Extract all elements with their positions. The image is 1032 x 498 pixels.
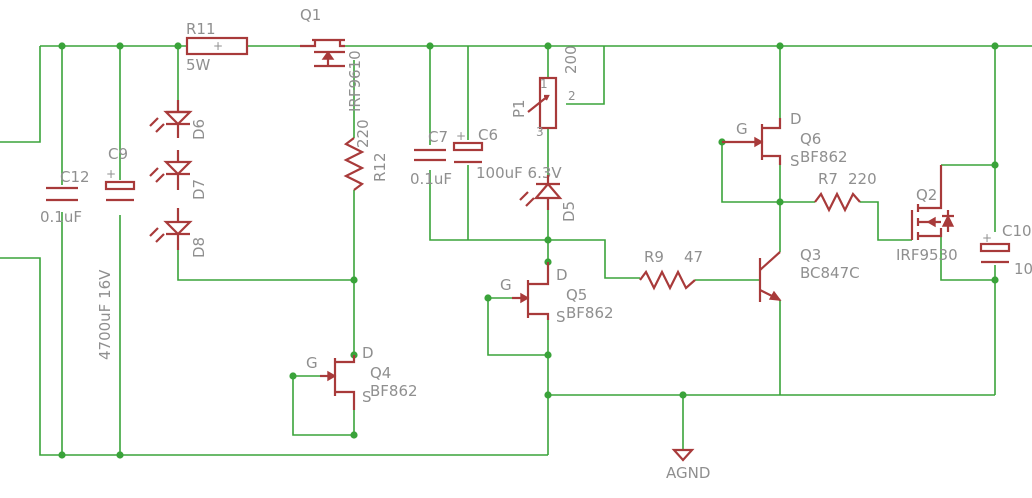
svg-text:C7: C7	[428, 128, 448, 146]
svg-text:R11: R11	[186, 20, 216, 38]
svg-text:IRF9610: IRF9610	[346, 50, 364, 112]
svg-text:Q1: Q1	[300, 6, 321, 24]
svg-text:100uF 6.3V: 100uF 6.3V	[476, 164, 562, 182]
svg-text:+: +	[106, 167, 116, 181]
capacitor-c12: C12 0.1uF	[40, 168, 90, 226]
svg-text:2: 2	[568, 89, 576, 103]
svg-text:D6: D6	[190, 119, 208, 140]
svg-text:47: 47	[684, 248, 703, 266]
bjt-q3: Q3 BC847C	[758, 246, 860, 302]
svg-text:S: S	[556, 308, 566, 326]
svg-text:+: +	[982, 231, 992, 245]
svg-text:S: S	[790, 152, 800, 170]
svg-text:BF862: BF862	[800, 148, 848, 166]
svg-text:0.1uF: 0.1uF	[410, 170, 452, 188]
svg-text:P1: P1	[510, 99, 528, 118]
mosfet-q2: Q2 IRF9530	[896, 165, 958, 264]
svg-text:Q4: Q4	[370, 364, 391, 382]
svg-text:0.1uF: 0.1uF	[40, 208, 82, 226]
led-d6: D6	[149, 100, 208, 140]
svg-text:D: D	[362, 344, 374, 362]
svg-text:100: 100	[1014, 260, 1032, 278]
svg-text:BF862: BF862	[370, 382, 418, 400]
svg-text:3: 3	[536, 125, 544, 139]
svg-text:R7: R7	[818, 170, 838, 188]
svg-text:Q2: Q2	[916, 186, 937, 204]
capacitor-c10: + C10 100	[979, 222, 1032, 278]
resistor-r12: R12 220	[343, 119, 389, 191]
svg-text:D8: D8	[190, 237, 208, 258]
svg-text:R12: R12	[371, 152, 389, 182]
capacitor-c9: + C9 4700uF 16V	[96, 145, 136, 360]
svg-text:G: G	[500, 276, 512, 294]
resistor-r9: R9 47	[639, 248, 703, 291]
svg-text:1: 1	[540, 77, 548, 91]
svg-text:C9: C9	[108, 145, 128, 163]
svg-text:220: 220	[354, 119, 372, 148]
svg-text:R9: R9	[644, 248, 664, 266]
svg-text:D: D	[790, 110, 802, 128]
svg-text:G: G	[736, 120, 748, 138]
svg-text:C10: C10	[1002, 222, 1032, 240]
svg-text:+: +	[213, 39, 223, 53]
ground-symbol: AGND	[666, 448, 710, 482]
svg-text:C12: C12	[60, 168, 90, 186]
svg-text:5W: 5W	[186, 56, 211, 74]
mosfet-q1: Q1 IRF9610	[300, 6, 364, 112]
svg-text:4700uF 16V: 4700uF 16V	[96, 269, 114, 360]
svg-text:C6: C6	[478, 126, 498, 144]
jfet-q6: G D S Q6 BF862	[722, 110, 848, 170]
svg-text:Q5: Q5	[566, 286, 587, 304]
svg-text:D7: D7	[190, 179, 208, 200]
svg-text:BC847C: BC847C	[800, 264, 860, 282]
svg-text:D: D	[556, 266, 568, 284]
svg-text:AGND: AGND	[666, 464, 710, 482]
svg-text:BF862: BF862	[566, 304, 614, 322]
svg-text:G: G	[306, 354, 318, 372]
svg-text:200: 200	[562, 45, 580, 74]
capacitor-c6: + C6 100uF 6.3V	[452, 126, 562, 182]
led-d5: D5	[519, 175, 578, 222]
junction-dots	[58, 42, 999, 459]
svg-text:S: S	[362, 388, 372, 406]
svg-text:220: 220	[848, 170, 877, 188]
svg-text:+: +	[456, 129, 466, 143]
jfet-q4: G D S Q4 BF862	[306, 344, 418, 410]
potentiometer-p1: 1 2 3 P1 200	[510, 45, 580, 139]
jfet-q5: G D S Q5 BF862	[500, 262, 614, 326]
wires	[0, 45, 1032, 456]
svg-text:Q6: Q6	[800, 130, 821, 148]
svg-text:IRF9530: IRF9530	[896, 246, 958, 264]
svg-text:Q3: Q3	[800, 246, 821, 264]
led-d7: D7	[149, 150, 208, 200]
svg-text:D5: D5	[560, 201, 578, 222]
resistor-r11: + R11 5W	[185, 20, 249, 74]
led-d8: D8	[149, 208, 208, 258]
capacitor-c7: C7 0.1uF	[410, 128, 452, 188]
resistor-r7: R7 220	[814, 170, 877, 213]
